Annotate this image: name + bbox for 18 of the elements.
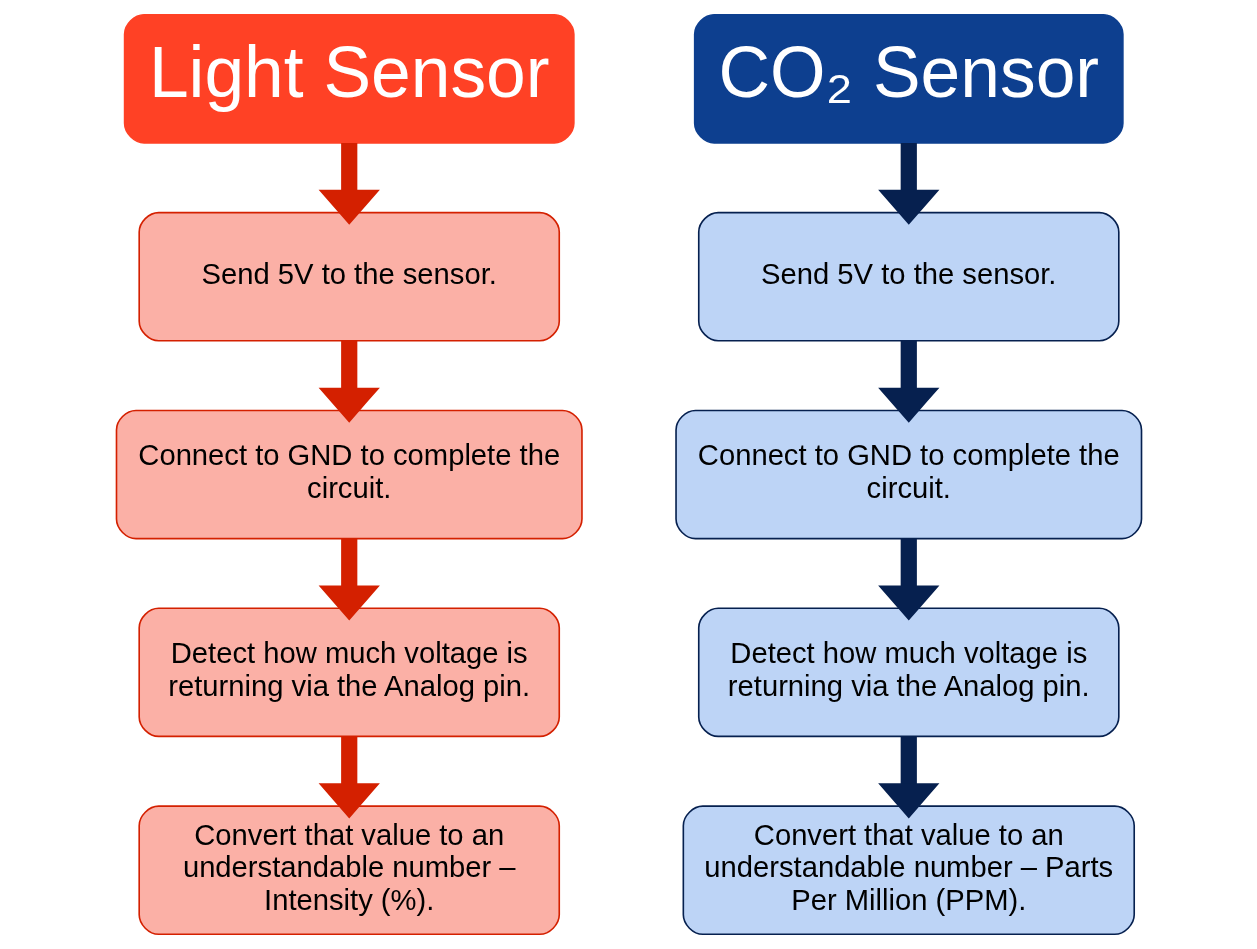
node-box: Send 5V to the sensor. — [697, 211, 1120, 342]
node-box: Connect to GND to complete the circuit. — [115, 409, 583, 540]
node-box: Connect to GND to complete the circuit. — [674, 409, 1142, 540]
arrow — [318, 736, 380, 819]
node-box: Convert that value to an understandable number – Parts Per Million (PPM). — [682, 805, 1135, 936]
node-box: Send 5V to the sensor. — [137, 211, 560, 342]
arrow — [877, 736, 939, 819]
arrow — [877, 538, 939, 621]
node-box: Light Sensor — [123, 13, 575, 144]
arrow — [877, 340, 939, 423]
arrow — [318, 538, 380, 621]
arrow — [877, 143, 939, 225]
arrow — [318, 340, 380, 423]
node-box: Detect how much voltage is returning via the Analog pin. — [697, 607, 1120, 738]
node-box: CO₂ Sensor — [693, 13, 1124, 144]
arrow — [318, 143, 380, 225]
node-box: Convert that value to an understandable number – Intensity (%). — [137, 805, 560, 936]
node-box: Detect how much voltage is returning via the Analog pin. — [137, 607, 560, 738]
